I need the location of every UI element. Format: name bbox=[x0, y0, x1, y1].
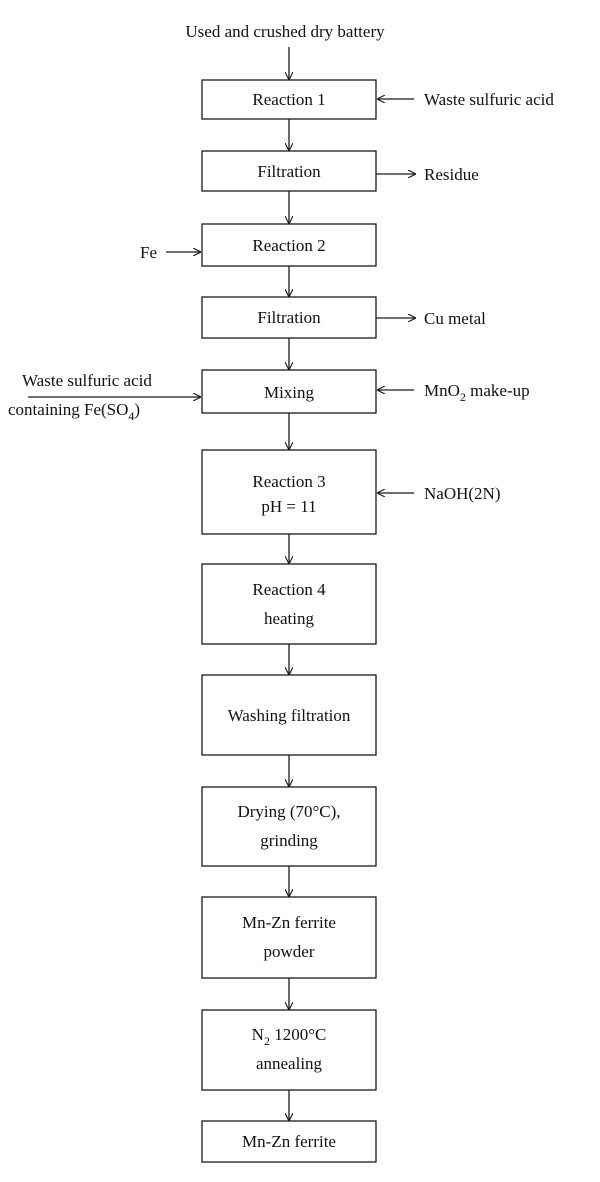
step-label: Drying (70°C), bbox=[237, 802, 340, 821]
step-label: Reaction 1 bbox=[252, 90, 325, 109]
step-mn-zn-ferrite: Mn-Zn ferrite bbox=[201, 1120, 377, 1163]
step-annealing: N2 1200°C annealing bbox=[201, 1009, 377, 1091]
step-label: Reaction 4 bbox=[252, 580, 326, 599]
input-label: containing Fe(SO4) bbox=[8, 400, 140, 423]
step-filtration-1: Filtration bbox=[201, 150, 377, 192]
step-label: Washing filtration bbox=[228, 706, 351, 725]
step-label: Filtration bbox=[257, 308, 321, 327]
output-cu-metal: Cu metal bbox=[376, 309, 486, 328]
step-label: Mn-Zn ferrite bbox=[242, 1132, 336, 1151]
output-label: Residue bbox=[424, 165, 479, 184]
step-sublabel: grinding bbox=[260, 831, 318, 850]
step-ferrite-powder: Mn-Zn ferrite powder bbox=[201, 896, 377, 979]
step-label-n: N bbox=[252, 1025, 264, 1044]
input-label: Waste sulfuric acid bbox=[424, 90, 554, 109]
input-label-suffix: make-up bbox=[466, 381, 530, 400]
step-sublabel: heating bbox=[264, 609, 315, 628]
input-label-suffix: ) bbox=[134, 400, 140, 419]
input-label: MnO2 make-up bbox=[424, 381, 530, 404]
input-label-main: MnO bbox=[424, 381, 460, 400]
input-label: NaOH(2N) bbox=[424, 484, 500, 503]
source-label: Used and crushed dry battery bbox=[185, 22, 385, 41]
step-label: Mn-Zn ferrite bbox=[242, 913, 336, 932]
step-filtration-2: Filtration bbox=[201, 296, 377, 339]
step-label: Reaction 2 bbox=[252, 236, 325, 255]
output-residue: Residue bbox=[376, 165, 479, 184]
step-label-n-subscript: 2 bbox=[264, 1034, 270, 1048]
output-label: Cu metal bbox=[424, 309, 486, 328]
step-reaction-1: Reaction 1 bbox=[201, 79, 377, 120]
step-label-temperature: 1200°C bbox=[270, 1025, 326, 1044]
step-reaction-3: Reaction 3 pH = 11 bbox=[201, 449, 377, 535]
input-label-subscript: 4 bbox=[128, 409, 134, 423]
step-label: Filtration bbox=[257, 162, 321, 181]
input-waste-acid-fe: Waste sulfuric acid containing Fe(SO4) bbox=[8, 371, 201, 423]
step-washing-filtration: Washing filtration bbox=[201, 674, 377, 756]
step-sublabel: powder bbox=[264, 942, 315, 961]
step-reaction-2: Reaction 2 bbox=[201, 223, 377, 267]
input-mno2-make-up: MnO2 make-up bbox=[377, 381, 530, 404]
input-label: Fe bbox=[140, 243, 157, 262]
step-sublabel: annealing bbox=[256, 1054, 323, 1073]
step-sublabel: pH = 11 bbox=[261, 497, 316, 516]
step-drying-grinding: Drying (70°C), grinding bbox=[201, 786, 377, 867]
input-waste-sulfuric-acid: Waste sulfuric acid bbox=[377, 90, 554, 109]
input-fe: Fe bbox=[140, 243, 201, 262]
input-label-main: containing Fe(SO bbox=[8, 400, 128, 419]
step-label: N2 1200°C bbox=[252, 1025, 327, 1048]
step-label: Reaction 3 bbox=[252, 472, 325, 491]
step-mixing: Mixing bbox=[201, 369, 377, 414]
step-reaction-4: Reaction 4 heating bbox=[201, 563, 377, 645]
input-label: Waste sulfuric acid bbox=[22, 371, 152, 390]
step-label: Mixing bbox=[264, 383, 315, 402]
input-naoh: NaOH(2N) bbox=[377, 484, 500, 503]
input-label-subscript: 2 bbox=[460, 390, 466, 404]
